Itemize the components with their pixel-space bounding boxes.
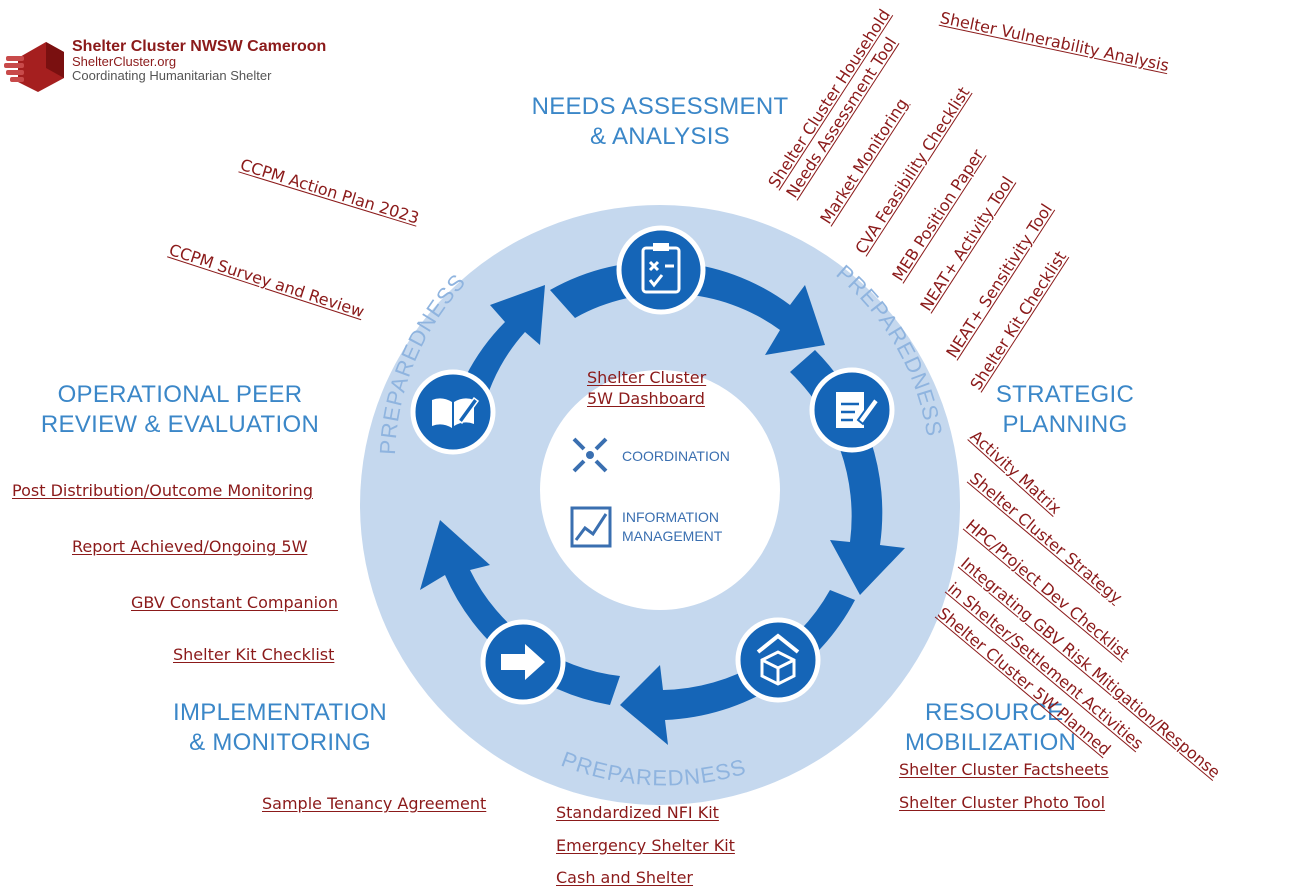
shelter-box-icon[interactable] (735, 617, 821, 703)
dashboard-link-line1: Shelter Cluster (587, 368, 707, 387)
link-factsheets[interactable]: Shelter Cluster Factsheets (899, 760, 1109, 779)
phase-review-line2: REVIEW & EVALUATION (40, 411, 320, 438)
link-nfi-kit[interactable]: Standardized NFI Kit (556, 803, 719, 822)
link-post-distribution[interactable]: Post Distribution/Outcome Monitoring (12, 481, 313, 500)
phase-implementation-line2: & MONITORING (189, 729, 371, 756)
clipboard-checklist-icon[interactable] (616, 225, 706, 315)
link-shelter-kit-checklist-left[interactable]: Shelter Kit Checklist (173, 645, 335, 664)
brand-tagline: Coordinating Humanitarian Shelter (72, 68, 272, 83)
phase-resource-line2: MOBILIZATION (905, 729, 1077, 756)
phase-implementation-line1: IMPLEMENTATION (173, 699, 387, 726)
coordination-icon (572, 437, 608, 473)
phase-resource-line1: RESOURCE (925, 699, 1064, 726)
link-tenancy-agreement[interactable]: Sample Tenancy Agreement (262, 794, 487, 813)
link-cash-shelter[interactable]: Cash and Shelter (556, 868, 694, 887)
link-report-5w[interactable]: Report Achieved/Ongoing 5W (72, 537, 308, 556)
phase-resource-mobilization: RESOURCE MOBILIZATION (905, 698, 1125, 758)
open-book-icon[interactable] (410, 369, 496, 455)
center-information-line2: MANAGEMENT (622, 528, 723, 544)
phase-strategic-planning: STRATEGIC PLANNING (975, 380, 1155, 440)
phase-operational-review: OPERATIONAL PEER REVIEW & EVALUATION (20, 380, 340, 440)
arrow-right-icon[interactable] (480, 619, 566, 705)
center-coordination-label: COORDINATION (622, 448, 730, 464)
dashboard-link[interactable]: Shelter Cluster 5W Dashboard (587, 367, 706, 409)
document-edit-icon[interactable] (809, 367, 895, 453)
phase-strategic-line2: PLANNING (1002, 411, 1128, 438)
brand-site: ShelterCluster.org (72, 54, 177, 69)
brand-title: Shelter Cluster NWSW Cameroon (72, 38, 327, 55)
phase-needs-assessment: NEEDS ASSESSMENT & ANALYSIS (500, 92, 820, 152)
link-emergency-shelter-kit[interactable]: Emergency Shelter Kit (556, 836, 735, 855)
phase-needs-line1: NEEDS ASSESSMENT (531, 93, 789, 120)
inner-disc (540, 370, 780, 610)
shelter-cluster-logo (4, 42, 64, 92)
phase-review-line1: OPERATIONAL PEER (57, 381, 303, 408)
link-gbv-companion[interactable]: GBV Constant Companion (131, 593, 338, 612)
link-photo-tool[interactable]: Shelter Cluster Photo Tool (899, 793, 1106, 812)
phase-needs-line2: & ANALYSIS (590, 123, 730, 150)
phase-strategic-line1: STRATEGIC (995, 381, 1135, 408)
chart-icon (570, 506, 612, 548)
brand-block: Shelter Cluster NWSW Cameroon ShelterClu… (72, 38, 326, 83)
center-information-line1: INFORMATION (622, 509, 719, 525)
dashboard-link-line2: 5W Dashboard (587, 389, 705, 408)
phase-implementation-monitoring: IMPLEMENTATION & MONITORING (150, 698, 410, 758)
